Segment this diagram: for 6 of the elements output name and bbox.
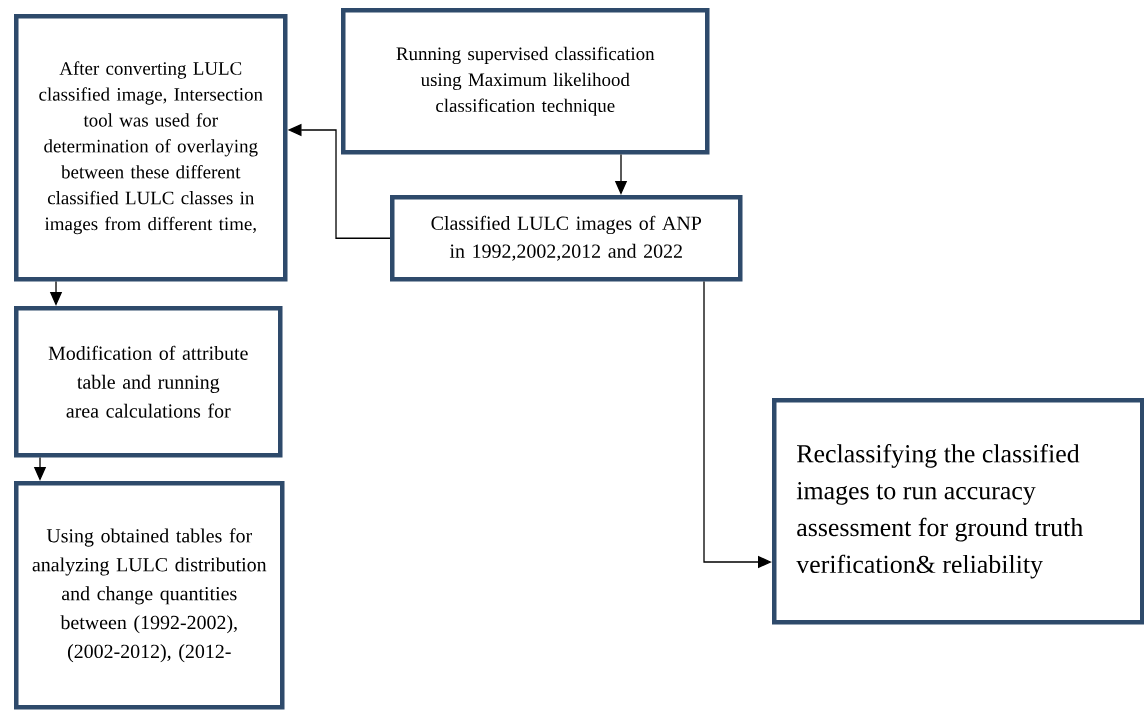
process-box: Reclassifying the classified images to run accuracy assessment for ground truth verification& reliability (772, 398, 1144, 625)
process-box: Running supervised classification using Maximum likelihood classification technique (341, 8, 710, 155)
process-box: Using obtained tables for analyzing LULC distribution and change quantities between (1992-2002), (2002-2012), (2012- (14, 481, 285, 710)
process-box: Modification of attribute table and running area calculations for (14, 306, 283, 458)
process-box: Classified LULC images of ANP in 1992,2002,2012 and 2022 (390, 195, 743, 282)
process-box: After converting LULC classified image, Intersection tool was used for determination of overlaying between these different classified LULC classes in images from different time, (14, 14, 288, 282)
